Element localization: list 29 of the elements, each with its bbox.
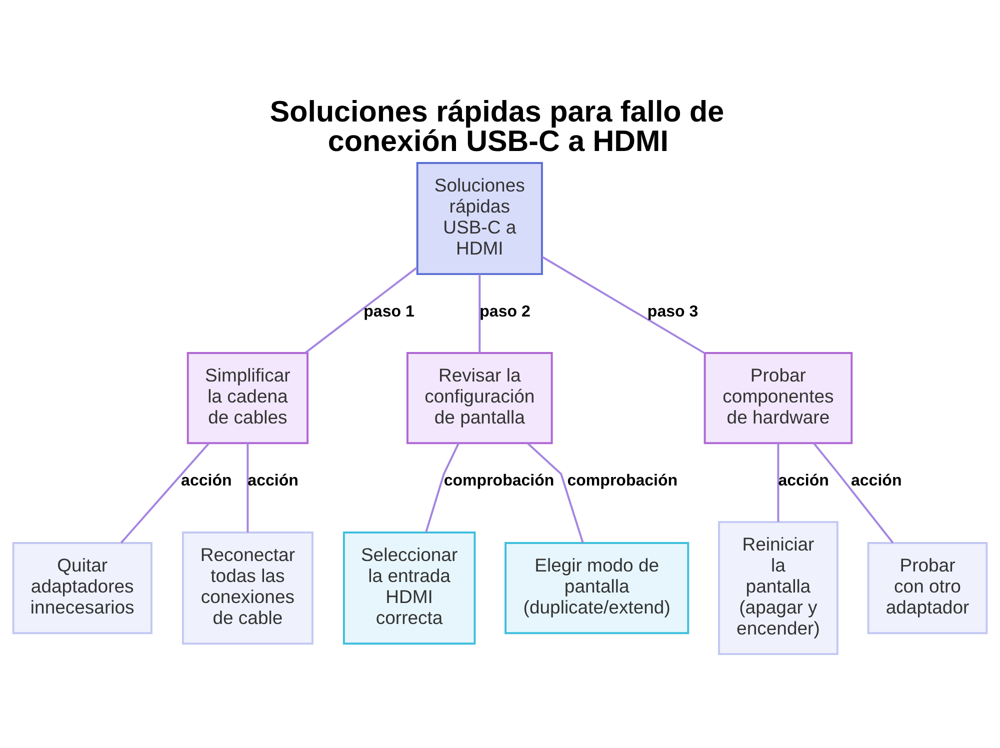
edge-label: acción <box>248 472 298 490</box>
node-box: Probar con otro adaptador <box>867 542 988 634</box>
node-box: Seleccionar la entrada HDMI correcta <box>342 532 476 645</box>
node-box: Reiniciar la pantalla (apagar y encender) <box>718 521 838 656</box>
connector <box>526 442 584 544</box>
connector <box>120 442 210 544</box>
node-box: Quitar adaptadores innecesarios <box>12 542 152 634</box>
connector <box>478 274 481 353</box>
edge-label: paso 1 <box>364 302 414 321</box>
connector <box>246 443 249 532</box>
connector <box>425 442 460 533</box>
edge-label: paso 2 <box>480 302 530 321</box>
edge-label: acción <box>181 472 232 490</box>
connector <box>812 442 894 544</box>
node-box: Revisar la configuración de pantalla <box>406 352 553 444</box>
node-box: Soluciones rápidas USB-C a HDMI <box>416 162 543 276</box>
edge-label: acción <box>778 472 829 490</box>
edge-label: paso 3 <box>647 302 698 321</box>
node-box: Simplificar la cadena de cables <box>186 352 309 444</box>
edge-label: comprobación <box>444 472 554 490</box>
node-box: Probar componentes de hardware <box>704 352 853 444</box>
node-box: Elegir modo de pantalla (duplicate/extend) <box>504 542 690 634</box>
connector <box>304 266 418 354</box>
edge-label: comprobación <box>567 472 678 490</box>
edge-label: acción <box>851 472 902 490</box>
connector <box>777 443 780 522</box>
diagram-title: Soluciones rápidas para fallo de conexión USB-C a HDMI <box>270 95 724 158</box>
connector <box>542 256 706 354</box>
node-box: Reconectar todas las conexiones de cable <box>182 532 314 645</box>
